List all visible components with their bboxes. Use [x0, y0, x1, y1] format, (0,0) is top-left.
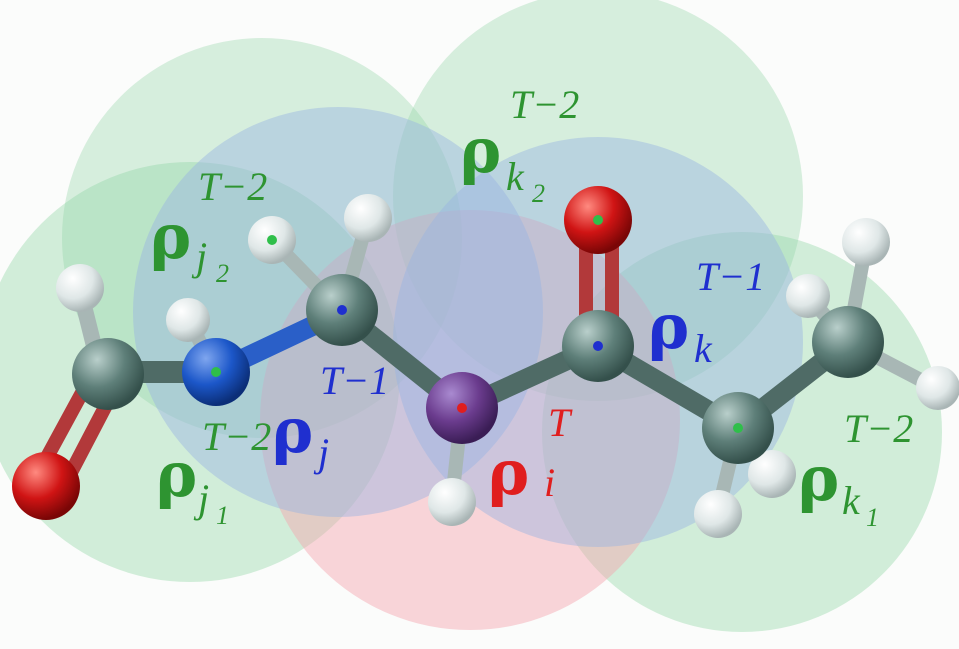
- rho-k2-subsub: 2: [532, 179, 545, 208]
- rho-j1-sup: T−2: [202, 414, 271, 459]
- oxygen-atom: [12, 452, 80, 520]
- rho-j1-sub: j: [193, 476, 209, 521]
- labels: ρ T−2 j 2 ρ T−2 k 2 ρ T−1 k ρ T−1 j ρ T: [150, 82, 913, 532]
- rho-k1-subsub: 1: [866, 503, 879, 532]
- rho-k1-sub: k: [842, 478, 861, 523]
- label-rho-k: ρ T−1 k: [648, 254, 765, 371]
- center-dot: [457, 403, 467, 413]
- rho-k1-sup: T−2: [844, 406, 913, 451]
- rho-j-sub: j: [313, 430, 329, 475]
- label-rho-j: ρ T−1 j: [272, 358, 389, 475]
- label-rho-k1: ρ T−2 k 1: [798, 406, 913, 532]
- hydrogen-atom: [842, 218, 890, 266]
- carbon-atom: [72, 338, 144, 410]
- rho-j2-subsub: 2: [216, 259, 229, 288]
- rho-i-sub: i: [544, 460, 555, 505]
- rho-j2-sub: j: [191, 234, 207, 279]
- hydrogen-atom: [344, 194, 392, 242]
- rho-j1-base: ρ: [156, 438, 197, 511]
- label-rho-i: ρ T i: [488, 400, 573, 509]
- hydrogen-atom: [748, 450, 796, 498]
- rho-j-base: ρ: [272, 394, 313, 467]
- hydrogen-atom: [916, 366, 959, 410]
- rho-j-sup: T−1: [320, 358, 389, 403]
- hydrogen-atom: [786, 274, 830, 318]
- rho-k-sup: T−1: [696, 254, 765, 299]
- center-dot: [593, 215, 603, 225]
- atoms: [12, 186, 959, 538]
- rho-k2-sub: k: [506, 154, 525, 199]
- center-dot: [733, 423, 743, 433]
- carbon-atom: [812, 306, 884, 378]
- center-dot: [211, 367, 221, 377]
- rho-i-base: ρ: [488, 436, 529, 509]
- rho-j1-subsub: 1: [216, 501, 229, 530]
- hydrogen-atom: [166, 298, 210, 342]
- label-rho-j1: ρ T−2 j 1: [156, 414, 271, 530]
- rho-k2-sup: T−2: [510, 82, 579, 127]
- rho-j2-sup: T−2: [198, 164, 267, 209]
- rho-k2-base: ρ: [460, 114, 501, 187]
- hydrogen-atom: [428, 478, 476, 526]
- center-dot: [337, 305, 347, 315]
- rho-i-sup: T: [548, 400, 573, 445]
- rho-j2-base: ρ: [150, 200, 191, 273]
- rho-k-sub: k: [694, 326, 713, 371]
- center-dot: [593, 341, 603, 351]
- label-rho-k2: ρ T−2 k 2: [460, 82, 579, 208]
- hydrogen-atom: [694, 490, 742, 538]
- hydrogen-atom: [56, 264, 104, 312]
- label-rho-j2: ρ T−2 j 2: [150, 164, 267, 288]
- center-dot: [267, 235, 277, 245]
- rho-k1-base: ρ: [798, 442, 839, 515]
- rho-k-base: ρ: [648, 290, 689, 363]
